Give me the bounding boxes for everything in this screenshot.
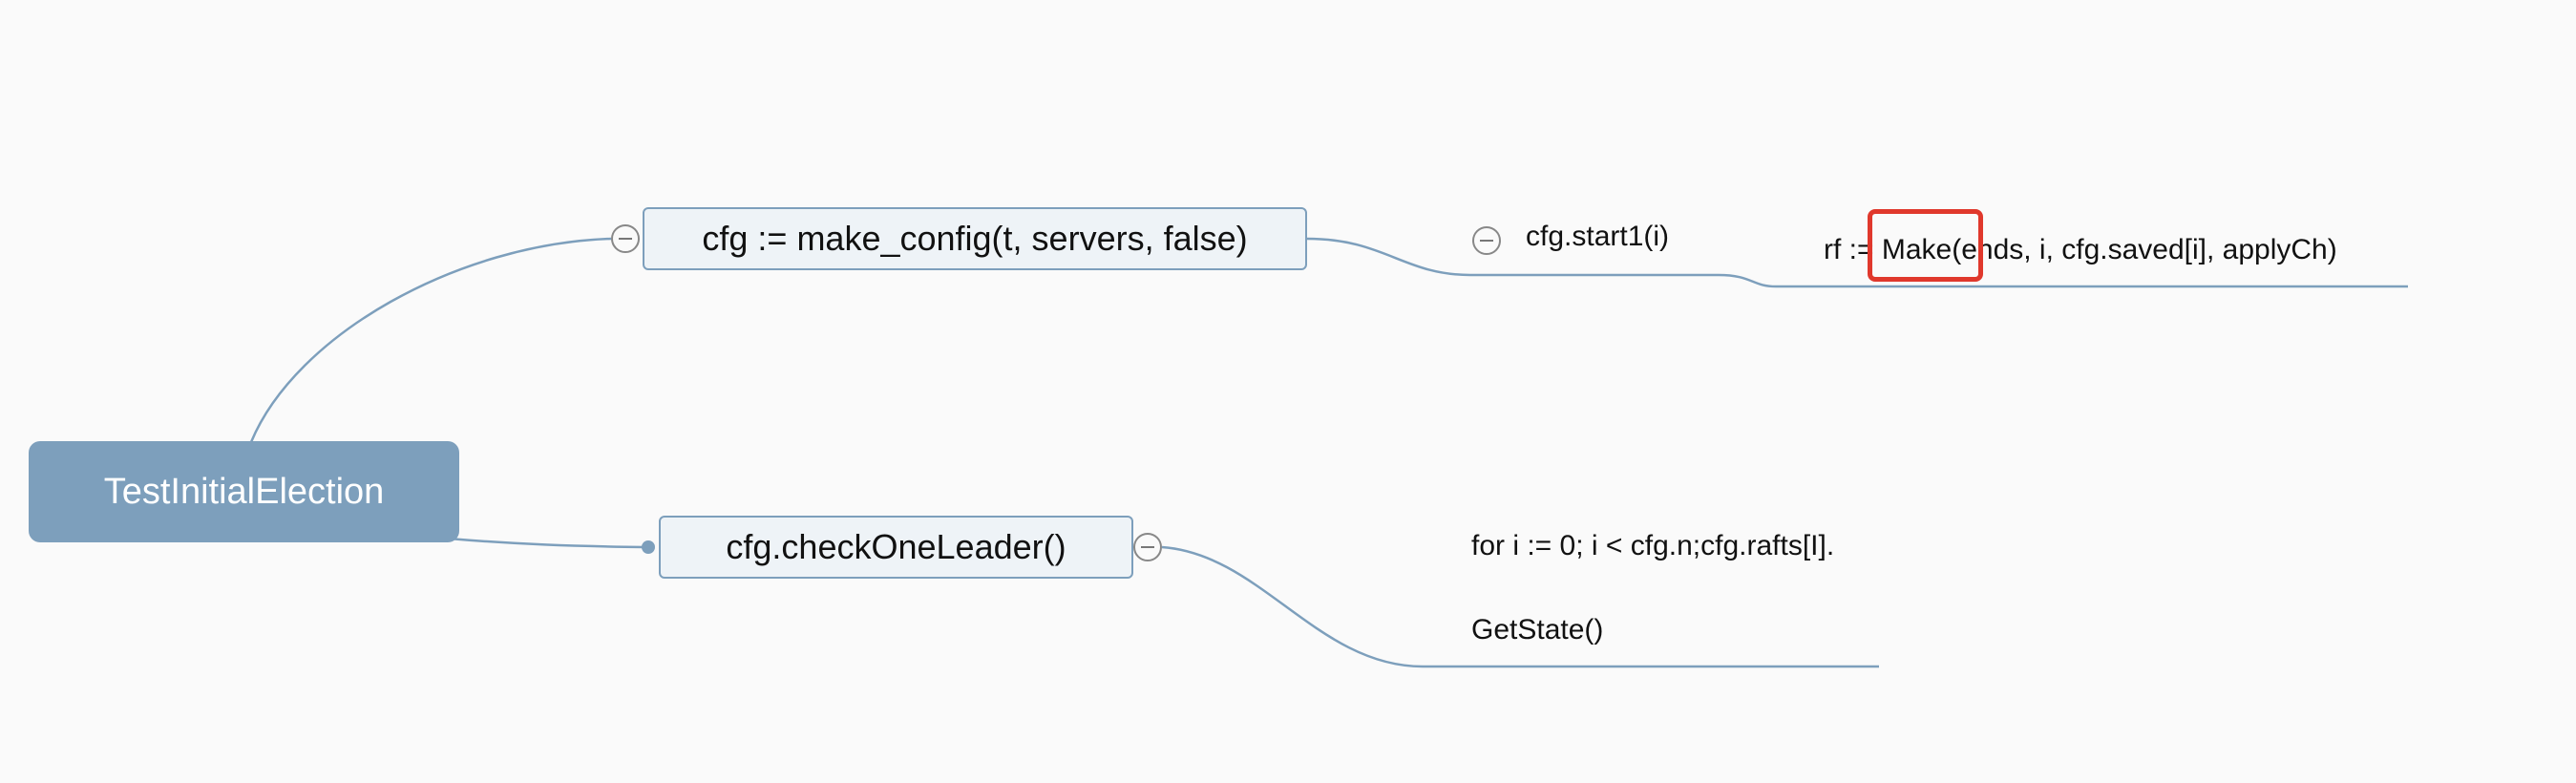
root-topic-test-initial-election[interactable]: TestInitialElection <box>29 441 459 542</box>
collapse-start-button[interactable] <box>1472 226 1501 255</box>
connector-dot <box>642 540 655 554</box>
subtopic-make[interactable]: rf := Make(ends, i, cfg.saved[i], applyC… <box>1824 234 2337 265</box>
subtopic-loop-line-2[interactable]: GetState() <box>1471 614 1604 645</box>
subtopic-loop-line-1[interactable]: for i := 0; i < cfg.n;cfg.rafts[I]. <box>1471 530 1835 561</box>
connector-root-to-make-config <box>249 237 612 443</box>
connector-root-to-check-leader <box>448 537 645 549</box>
collapse-make-config-button[interactable] <box>611 224 640 253</box>
collapse-check-leader-button[interactable] <box>1133 533 1162 561</box>
topic-check-one-leader-label: cfg.checkOneLeader() <box>726 527 1066 566</box>
topic-make-config-label: cfg := make_config(t, servers, false) <box>702 219 1248 258</box>
connector-check-leader-to-loop <box>1161 545 1879 668</box>
topic-make-config[interactable]: cfg := make_config(t, servers, false) <box>643 207 1307 270</box>
subtopic-start[interactable]: cfg.start1(i) <box>1526 221 1670 252</box>
root-topic-label: TestInitialElection <box>103 471 385 512</box>
highlight-box <box>1868 209 1983 282</box>
topic-check-one-leader[interactable]: cfg.checkOneLeader() <box>659 516 1133 579</box>
connector-make-config-to-start <box>1306 237 2408 288</box>
